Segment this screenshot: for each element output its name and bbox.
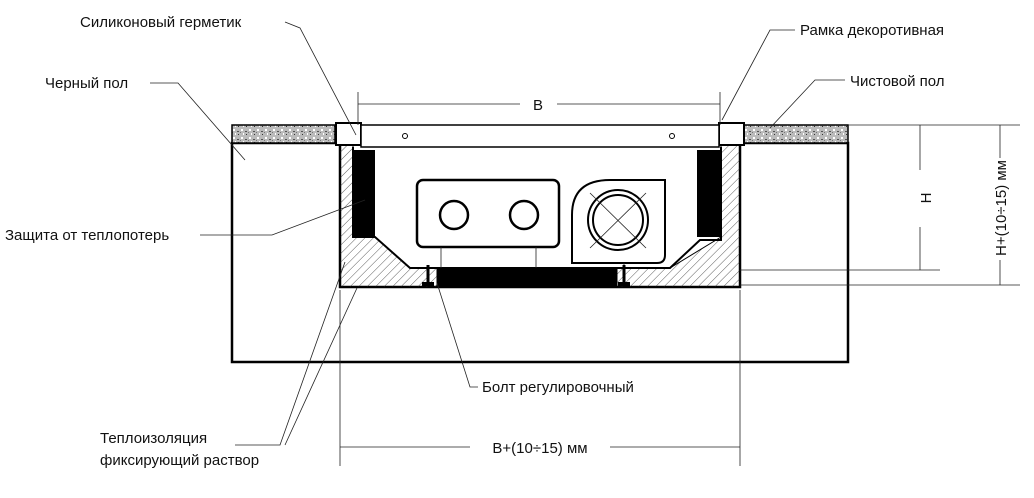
grille-screw-icon <box>669 133 675 139</box>
dimension-h-trench: H+(10÷15) мм <box>993 160 1010 256</box>
fan-icon <box>587 189 649 251</box>
pipe-icon <box>508 199 540 231</box>
label-frame: Рамка декоротивная <box>800 22 944 39</box>
heat-exchanger <box>415 178 561 249</box>
label-insulation: Теплоизоляция <box>100 430 207 447</box>
subfloor-slab <box>230 141 850 364</box>
heat-protection-left <box>353 150 375 237</box>
decorative-grille <box>360 124 720 148</box>
finish-floor-left <box>231 124 336 144</box>
label-subfloor: Черный пол <box>45 75 128 92</box>
label-heat-protection: Защита от теплопотерь <box>5 227 169 244</box>
label-mortar: фиксирующий раствор <box>100 452 259 469</box>
dimension-b-trench: B+(10÷15) мм <box>492 440 587 457</box>
dimension-h: H <box>918 193 935 204</box>
fan-rotor <box>592 194 644 246</box>
grille-screw-icon <box>402 133 408 139</box>
label-sealant: Силиконовый герметик <box>80 14 242 31</box>
label-bolt: Болт регулировочный <box>482 379 634 396</box>
pipe-icon <box>438 199 470 231</box>
finish-floor-right <box>739 124 849 144</box>
dimension-b: B <box>533 97 543 114</box>
tray-bottom-plate <box>437 268 617 286</box>
heat-protection-right <box>697 150 721 237</box>
adjusting-bolt-right <box>618 265 630 286</box>
sealant-left <box>335 122 362 146</box>
adjusting-bolt-left <box>422 265 434 286</box>
label-finish-floor: Чистовой пол <box>850 73 945 90</box>
sealant-right <box>718 122 745 146</box>
